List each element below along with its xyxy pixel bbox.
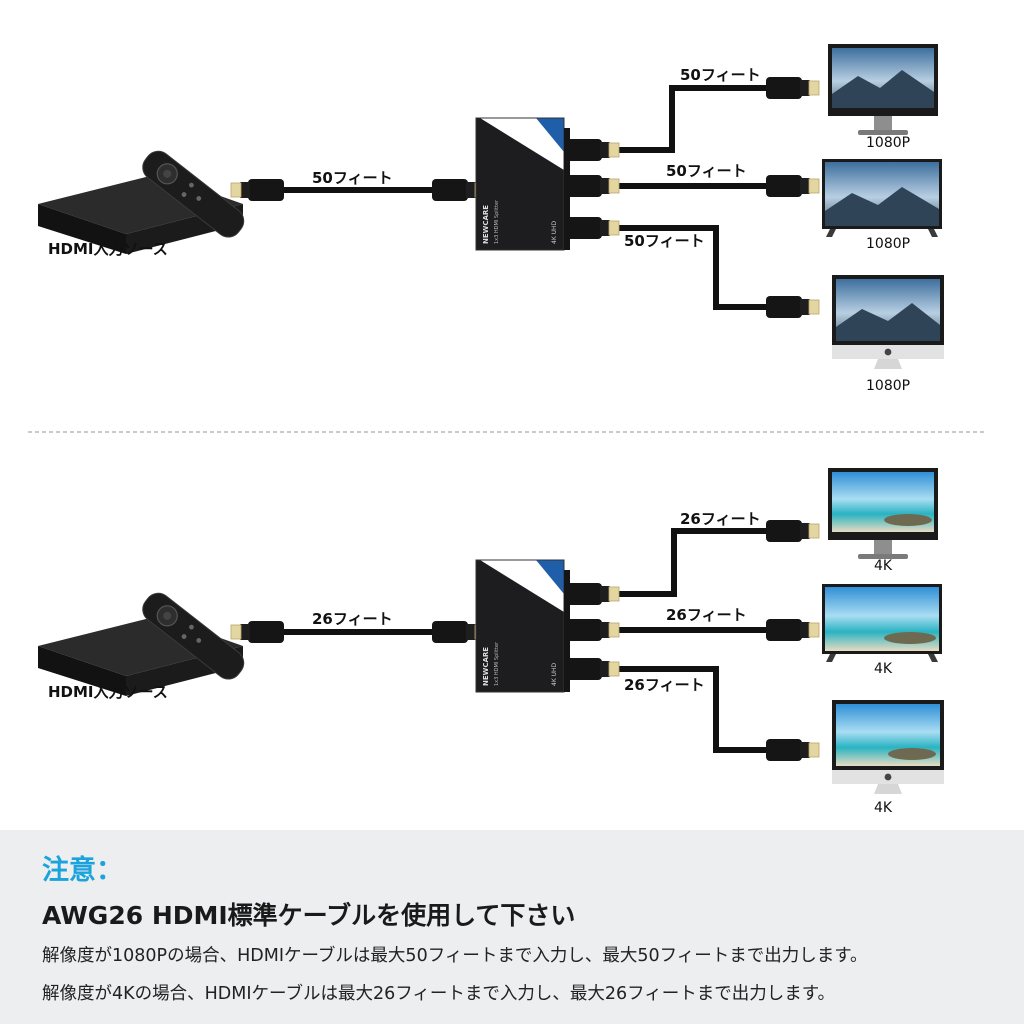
hdmi-plug-icon	[565, 618, 620, 642]
output-cable-label-1: 50フィート	[680, 66, 761, 84]
output-cable-3	[604, 225, 766, 310]
resolution-label-1: 1080P	[866, 135, 910, 151]
hdmi-plug-icon	[765, 519, 820, 543]
hdmi-plug-icon	[765, 618, 820, 642]
note-line-1080p: 解像度が1080Pの場合、HDMIケーブルは最大50フィートまで入力し、最大50…	[42, 946, 868, 966]
output-cable-label-2: 50フィート	[666, 162, 747, 180]
resolution-label-3: 4K	[874, 800, 893, 816]
connection-diagram: HDMI入力ソース 50フィート NEWCARE 1x3 HDMI Splitt…	[28, 44, 984, 816]
splitter-model: 1x3 HDMI Splitter	[494, 641, 500, 686]
splitter-brand: NEWCARE	[482, 647, 490, 686]
splitter-badge: 4K UHD	[551, 662, 558, 686]
hdmi-plug-icon	[565, 174, 620, 198]
resolution-label-2: 4K	[874, 661, 893, 677]
section-4k: HDMI入力ソース 26フィート NEWCARE 1x3 HDMI Splitt…	[37, 468, 944, 816]
hdmi-plug-icon	[565, 657, 620, 681]
tv-display	[822, 159, 942, 237]
section-1080p: HDMI入力ソース 50フィート NEWCARE 1x3 HDMI Splitt…	[37, 44, 944, 394]
resolution-label-1: 4K	[874, 558, 893, 574]
output-cable-label-1: 26フィート	[680, 510, 761, 528]
hdmi-plug-icon	[765, 76, 820, 100]
hdmi-plug-icon	[565, 138, 620, 162]
hdmi-plug-icon	[565, 582, 620, 606]
note-title: 注意：	[42, 855, 123, 886]
input-cable-label: 26フィート	[312, 610, 393, 628]
splitter-device: NEWCARE 1x3 HDMI Splitter 4K UHD	[475, 559, 571, 693]
hdmi-plug-icon	[765, 295, 820, 319]
hdmi-plug-icon	[565, 216, 620, 240]
imac-display	[832, 275, 944, 369]
hdmi-plug-icon	[765, 174, 820, 198]
monitor-display	[828, 468, 938, 559]
output-cable-3	[604, 666, 766, 753]
resolution-label-3: 1080P	[866, 378, 910, 394]
output-cable-label-3: 50フィート	[624, 232, 705, 250]
hdmi-plug-icon	[230, 620, 285, 644]
imac-display	[832, 700, 944, 794]
output-cable-1	[604, 528, 766, 597]
splitter-brand: NEWCARE	[482, 205, 490, 244]
hdmi-plug-icon	[230, 178, 285, 202]
source-device	[37, 587, 250, 697]
source-label: HDMI入力ソース	[48, 240, 168, 258]
tv-display	[822, 584, 942, 662]
resolution-label-2: 1080P	[866, 236, 910, 252]
splitter-badge: 4K UHD	[551, 220, 558, 244]
splitter-model: 1x3 HDMI Splitter	[494, 199, 500, 244]
note-line-4k: 解像度が4Kの場合、HDMIケーブルは最大26フィートまで入力し、最大26フィー…	[42, 984, 836, 1004]
monitor-display	[828, 44, 938, 135]
input-cable-label: 50フィート	[312, 169, 393, 187]
note-panel: 注意： AWG26 HDMI標準ケーブルを使用して下さい 解像度が1080Pの場…	[0, 830, 1024, 1024]
output-cable-1	[604, 85, 766, 153]
source-label: HDMI入力ソース	[48, 683, 168, 701]
hdmi-plug-icon	[765, 738, 820, 762]
output-cable-label-2: 26フィート	[666, 606, 747, 624]
splitter-device: NEWCARE 1x3 HDMI Splitter 4K UHD	[475, 117, 571, 251]
output-cable-label-3: 26フィート	[624, 676, 705, 694]
note-heading: AWG26 HDMI標準ケーブルを使用して下さい	[42, 901, 576, 930]
source-device	[37, 145, 250, 255]
